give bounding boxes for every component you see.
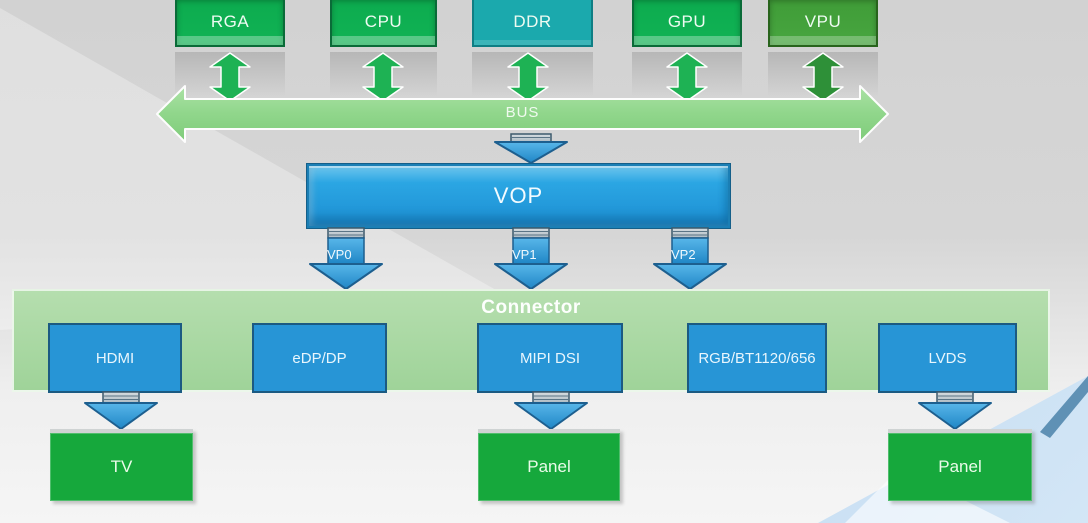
down-arrow-icon xyxy=(494,133,568,164)
module-label: VPU xyxy=(804,12,842,31)
iface-box-hdmi: HDMI xyxy=(48,323,182,393)
module-label: RGA xyxy=(210,12,250,31)
iface-label: HDMI xyxy=(95,349,135,367)
iface-box-edp-dp: eDP/DP xyxy=(252,323,387,393)
bus-arrow xyxy=(156,85,889,143)
iface-box-lvds: LVDS xyxy=(878,323,1017,393)
iface-box-mipi-dsi: MIPI DSI xyxy=(477,323,623,393)
iface-label: RGB/BT1120/656 xyxy=(698,349,816,367)
vop-box: VOP xyxy=(306,163,731,229)
module-box-rga: RGA xyxy=(175,0,285,47)
module-box-gpu: GPU xyxy=(632,0,742,47)
connector-title: Connector xyxy=(481,297,581,318)
iface-label: MIPI DSI xyxy=(519,349,580,367)
down-arrow-icon xyxy=(309,227,383,290)
vp1-label: VP1 xyxy=(512,247,537,262)
output-box-panel-2: Panel xyxy=(888,429,1032,501)
bus-label: BUS xyxy=(505,104,540,121)
iface-box-rgb-bt1120-656: RGB/BT1120/656 xyxy=(687,323,827,393)
down-arrow-icon xyxy=(653,227,727,290)
down-arrow-icon xyxy=(918,391,992,430)
down-arrow-icon xyxy=(494,227,568,290)
module-box-ddr: DDR xyxy=(472,0,593,47)
vp0-label: VP0 xyxy=(327,247,352,262)
down-arrow-icon xyxy=(514,391,588,430)
down-arrow-icon xyxy=(84,391,158,430)
output-label: TV xyxy=(110,457,133,476)
vp2-label: VP2 xyxy=(671,247,696,262)
vop-label: VOP xyxy=(493,183,544,208)
iface-label: LVDS xyxy=(928,349,967,367)
module-label: CPU xyxy=(364,12,403,31)
module-label: DDR xyxy=(513,12,552,31)
output-box-tv: TV xyxy=(50,429,193,501)
output-box-panel-1: Panel xyxy=(478,429,620,501)
module-box-vpu: VPU xyxy=(768,0,878,47)
output-label: Panel xyxy=(938,457,982,476)
module-label: GPU xyxy=(667,12,707,31)
output-label: Panel xyxy=(527,457,571,476)
iface-label: eDP/DP xyxy=(292,349,347,367)
module-box-cpu: CPU xyxy=(330,0,437,47)
